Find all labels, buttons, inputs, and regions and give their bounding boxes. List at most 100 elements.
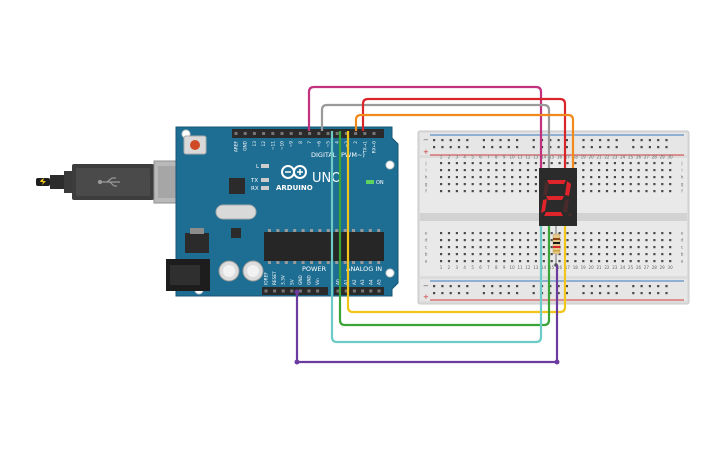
reset-button-cap[interactable] [190,140,200,150]
breadboard-hole[interactable] [440,232,443,235]
breadboard-hole[interactable] [645,162,648,165]
rail-hole[interactable] [532,285,535,288]
breadboard-hole[interactable] [605,183,609,186]
breadboard-hole[interactable] [582,169,585,172]
header-pin[interactable] [290,289,294,293]
breadboard-hole[interactable] [455,260,458,263]
rail-hole[interactable] [532,146,535,149]
rail-hole[interactable] [466,285,469,288]
breadboard-hole[interactable] [582,260,585,263]
breadboard-hole[interactable] [534,176,537,179]
breadboard-hole[interactable] [550,162,553,165]
breadboard-hole[interactable] [621,169,624,172]
rail-hole[interactable] [433,139,436,142]
breadboard-hole[interactable] [503,239,506,242]
breadboard-hole[interactable] [661,232,664,235]
breadboard-hole[interactable] [669,169,672,172]
breadboard-hole[interactable] [605,169,609,172]
breadboard-hole[interactable] [605,253,609,256]
breadboard-hole[interactable] [503,183,506,186]
digital-pin[interactable] [271,132,275,135]
breadboard-hole[interactable] [534,190,537,193]
header-pin[interactable] [273,289,277,293]
breadboard-hole[interactable] [613,253,616,256]
breadboard-hole[interactable] [598,183,601,186]
rail-hole[interactable] [648,139,651,142]
breadboard-hole[interactable] [590,232,593,235]
breadboard-hole[interactable] [661,183,664,186]
breadboard-hole[interactable] [511,253,514,256]
breadboard-hole[interactable] [471,183,474,186]
breadboard-hole[interactable] [661,260,664,263]
breadboard-hole[interactable] [479,253,482,256]
rail-hole[interactable] [507,146,510,149]
breadboard-hole[interactable] [653,232,656,235]
breadboard-hole[interactable] [471,190,474,193]
header-pin[interactable] [352,289,356,293]
breadboard-hole[interactable] [455,183,458,186]
breadboard-hole[interactable] [590,183,593,186]
breadboard-hole[interactable] [669,162,672,165]
breadboard-hole[interactable] [534,253,537,256]
rail-hole[interactable] [557,146,560,149]
rail-hole[interactable] [640,139,643,142]
breadboard-hole[interactable] [598,169,601,172]
rail-hole[interactable] [499,146,502,149]
breadboard-hole[interactable] [463,260,466,263]
breadboard-hole[interactable] [519,260,522,263]
breadboard-hole[interactable] [558,232,561,235]
breadboard-hole[interactable] [447,232,451,235]
breadboard-hole[interactable] [645,260,648,263]
breadboard-hole[interactable] [526,246,530,249]
breadboard-hole[interactable] [471,260,474,263]
breadboard-hole[interactable] [582,190,585,193]
rail-hole[interactable] [482,146,485,149]
breadboard-hole[interactable] [440,260,443,263]
breadboard-hole[interactable] [629,260,632,263]
rail-hole[interactable] [648,285,651,288]
breadboard-hole[interactable] [598,253,601,256]
breadboard-hole[interactable] [613,183,616,186]
rail-hole[interactable] [640,146,643,149]
breadboard-hole[interactable] [598,246,601,249]
breadboard-hole[interactable] [447,169,451,172]
breadboard-hole[interactable] [590,169,593,172]
rail-hole[interactable] [657,146,660,149]
rail-hole[interactable] [565,146,568,149]
breadboard-hole[interactable] [661,253,664,256]
breadboard-hole[interactable] [503,260,506,263]
breadboard-hole[interactable] [621,190,624,193]
breadboard-hole[interactable] [447,176,451,179]
breadboard-hole[interactable] [669,253,672,256]
rail-hole[interactable] [615,139,618,142]
breadboard-hole[interactable] [566,253,569,256]
breadboard-hole[interactable] [574,232,577,235]
breadboard-hole[interactable] [542,232,545,235]
breadboard-hole[interactable] [487,162,490,165]
breadboard-hole[interactable] [669,246,672,249]
breadboard-hole[interactable] [455,190,458,193]
rail-hole[interactable] [466,292,469,295]
breadboard-hole[interactable] [605,246,609,249]
breadboard-hole[interactable] [526,183,530,186]
digital-pin[interactable] [372,132,376,135]
digital-pin[interactable] [280,132,284,135]
breadboard-hole[interactable] [471,162,474,165]
breadboard-hole[interactable] [542,239,545,242]
rail-hole[interactable] [441,285,444,288]
digital-pin[interactable] [354,132,358,135]
breadboard-hole[interactable] [495,190,498,193]
breadboard-hole[interactable] [605,260,609,263]
breadboard-hole[interactable] [534,246,537,249]
seven-segment-display[interactable]: 2 [539,168,577,226]
breadboard-hole[interactable] [511,232,514,235]
breadboard-hole[interactable] [653,183,656,186]
breadboard-hole[interactable] [566,162,569,165]
breadboard-hole[interactable] [669,260,672,263]
rail-hole[interactable] [491,285,494,288]
breadboard-hole[interactable] [471,169,474,172]
breadboard-hole[interactable] [629,176,632,179]
breadboard-hole[interactable] [487,183,490,186]
breadboard-hole[interactable] [590,162,593,165]
breadboard-hole[interactable] [519,169,522,172]
